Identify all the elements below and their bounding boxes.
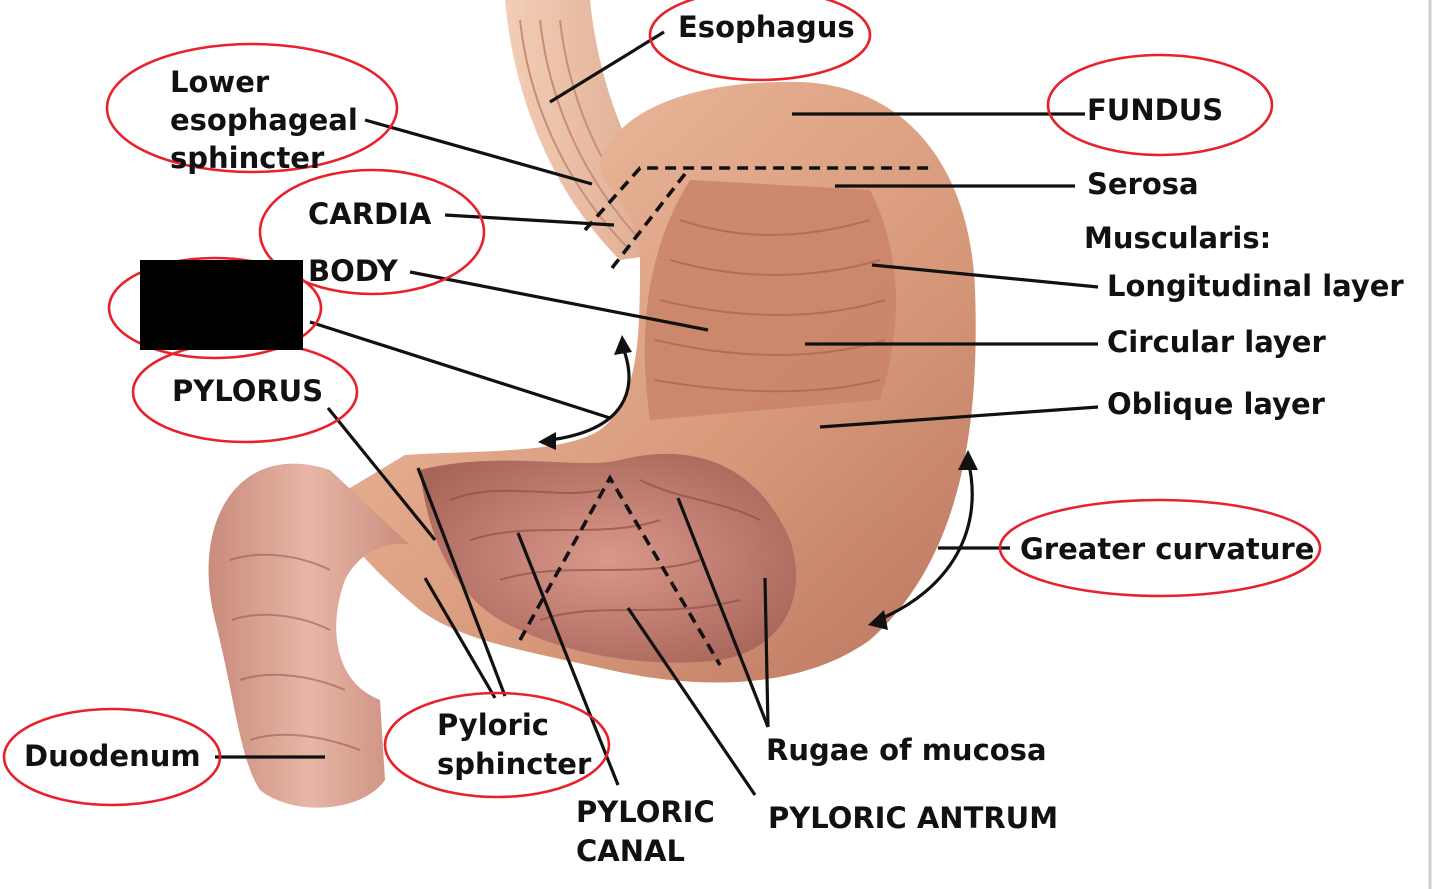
label-pyloric-sphincter-line2: sphincter — [437, 747, 592, 781]
duodenum-folds — [229, 553, 361, 751]
leader-pyloric-antrum — [626, 607, 757, 796]
ring-pyloric-sphincter — [383, 691, 611, 799]
greater-curvature-arrowhead-bottom — [868, 610, 888, 630]
muscularis-region — [644, 180, 897, 420]
leader-pyloric-sphincter-a — [416, 467, 507, 697]
labels: Esophagus Lower esophageal sphincter CAR… — [24, 10, 1404, 868]
label-les-line2: esophageal — [170, 103, 358, 137]
label-duodenum: Duodenum — [24, 739, 201, 773]
leader-pyloric-canal — [516, 532, 620, 786]
label-muscularis: Muscularis: — [1084, 221, 1271, 255]
label-serosa: Serosa — [1087, 167, 1199, 201]
lesser-curvature-arrowhead-top — [614, 335, 632, 355]
cardia-boundary-lower — [610, 168, 690, 270]
ring-fundus — [1046, 53, 1274, 157]
label-pyloric-canal-line1: PYLORIC — [576, 795, 715, 829]
leader-les — [364, 118, 593, 186]
ring-esophagus — [648, 0, 872, 82]
label-oblique: Oblique layer — [1107, 387, 1326, 421]
leader-lines — [215, 30, 1099, 796]
label-circular: Circular layer — [1107, 325, 1326, 359]
label-pyloric-canal-line2: CANAL — [576, 834, 685, 868]
label-les-line1: Lower — [170, 65, 270, 99]
redaction-block — [140, 260, 303, 350]
label-body: BODY — [308, 254, 399, 288]
greater-curvature-arrowhead-top — [958, 450, 978, 470]
ring-cardia-body — [258, 168, 486, 296]
annotation-rings — [2, 0, 1322, 807]
lesser-curvature-arrowhead-bottom — [538, 432, 556, 450]
leader-oblique — [819, 405, 1099, 429]
label-esophagus: Esophagus — [678, 10, 855, 44]
ring-les — [105, 42, 399, 174]
antrum-boundary — [518, 474, 722, 666]
greater-curvature-arrow — [877, 459, 974, 622]
ring-greater-curvature — [998, 498, 1322, 598]
label-pylorus: PYLORUS — [172, 374, 323, 408]
label-fundus: FUNDUS — [1087, 93, 1223, 127]
label-rugae: Rugae of mucosa — [766, 733, 1047, 767]
ring-duodenum — [2, 707, 222, 807]
leader-redacted — [309, 320, 611, 420]
leader-rugae-b — [763, 577, 770, 728]
label-pyloric-antrum: PYLORIC ANTRUM — [768, 801, 1058, 835]
ring-redacted — [107, 256, 323, 360]
leader-pyloric-sphincter-b — [423, 577, 497, 699]
muscle-fibers — [654, 219, 886, 393]
label-pyloric-sphincter-line1: Pyloric — [437, 708, 549, 742]
label-cardia: CARDIA — [308, 197, 432, 231]
leader-rugae-a — [676, 497, 770, 728]
leader-esophagus — [549, 30, 665, 104]
label-les-line3: sphincter — [170, 141, 325, 175]
mucosa-region — [420, 453, 797, 663]
duodenum-shape — [208, 463, 410, 808]
lesser-curvature-arrow — [549, 344, 631, 442]
leader-body — [409, 270, 709, 332]
leader-longitudinal — [871, 263, 1099, 289]
leader-pylorus — [326, 406, 437, 542]
label-greater-curvature: Greater curvature — [1020, 532, 1314, 566]
cardia-boundary-top — [583, 166, 930, 232]
label-longitudinal: Longitudinal layer — [1107, 269, 1404, 303]
leader-cardia — [444, 213, 615, 227]
